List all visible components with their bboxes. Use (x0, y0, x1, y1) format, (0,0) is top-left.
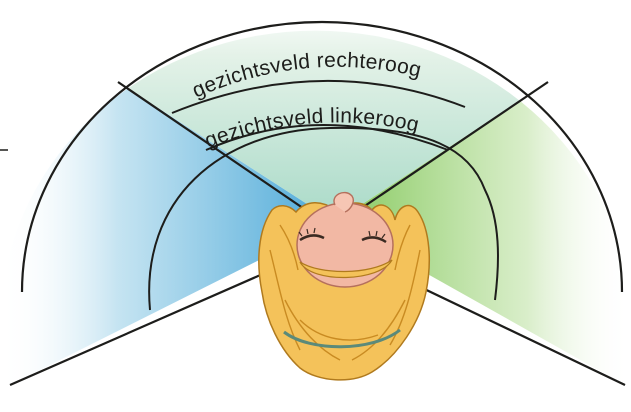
head-top-view-icon (259, 193, 429, 380)
